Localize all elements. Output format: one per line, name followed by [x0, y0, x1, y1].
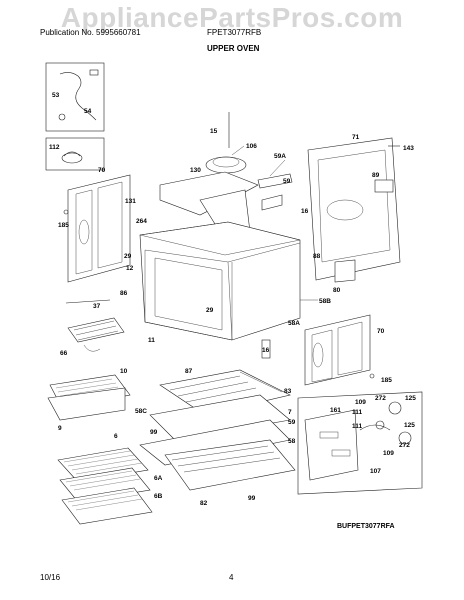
callout-125-lower: 125 — [404, 422, 415, 429]
callout-7: 7 — [288, 409, 292, 416]
diagram-reference-code: BUFPET3077RFA — [337, 523, 395, 530]
callout-59a: 59A — [274, 153, 286, 160]
callout-111-upper: 111 — [352, 409, 363, 416]
callout-143: 143 — [403, 145, 414, 152]
callout-71: 71 — [352, 134, 360, 141]
callout-99-lower: 99 — [248, 495, 256, 502]
callout-88: 88 — [313, 253, 321, 260]
lower-panel: 82 99 — [164, 439, 296, 507]
callout-12: 12 — [126, 265, 134, 272]
callout-58a: 58A — [288, 320, 300, 327]
oven-vent-duct: 130 59A 59 — [159, 153, 293, 241]
callout-107: 107 — [370, 468, 381, 475]
callout-131: 131 — [125, 198, 136, 205]
left-side-panel: 70 185 — [58, 167, 131, 283]
section-title: UPPER OVEN — [207, 44, 260, 53]
callout-16-top: 16 — [301, 208, 309, 215]
callout-6a: 6A — [154, 475, 163, 482]
callout-80: 80 — [333, 287, 341, 294]
callout-16-mid: 16 — [262, 347, 270, 354]
callout-185-upper: 185 — [58, 222, 69, 229]
callout-83: 83 — [284, 388, 292, 395]
callout-82: 82 — [200, 500, 208, 507]
callout-54: 54 — [84, 108, 92, 115]
callout-130: 130 — [190, 167, 201, 174]
callout-161: 161 — [330, 407, 341, 414]
callout-15: 15 — [210, 128, 218, 135]
inset-112: 112 — [45, 137, 105, 171]
callout-106: 106 — [246, 143, 257, 150]
model-number: FPET3077RFB — [207, 28, 262, 37]
callout-66: 66 — [60, 350, 68, 357]
callout-10: 10 — [120, 368, 128, 375]
callout-70-upper: 70 — [98, 167, 106, 174]
callout-272-lower: 272 — [399, 442, 410, 449]
callout-53: 53 — [52, 92, 60, 99]
callout-58b: 58B — [319, 298, 331, 305]
watermark: AppliancePartsPros.com — [60, 2, 404, 33]
callout-59-lower: 59 — [288, 419, 296, 426]
right-side-panel: 70 185 — [304, 314, 392, 386]
oven-cavity: 131 264 29 12 86 29 58B 58A 11 16 — [120, 198, 331, 359]
callout-264: 264 — [136, 218, 147, 225]
callout-111-lower: 111 — [352, 423, 363, 430]
convection-fan-assembly: 15 106 — [205, 112, 257, 174]
oven-racks: 6 6A 6B — [57, 433, 163, 525]
inset-harness: 53 54 — [45, 62, 105, 132]
revision-date: 10/16 — [40, 573, 61, 582]
callout-58c: 58C — [135, 408, 147, 415]
callout-185-lower: 185 — [381, 377, 392, 384]
callout-11: 11 — [148, 337, 155, 344]
callout-89: 89 — [372, 172, 380, 179]
callout-6b: 6B — [154, 493, 163, 500]
callout-37: 37 — [93, 303, 101, 310]
callout-59: 59 — [283, 178, 291, 185]
callout-6: 6 — [114, 433, 118, 440]
callout-29-lower: 29 — [206, 307, 214, 314]
callout-109-lower: 109 — [383, 450, 394, 457]
broil-element: 37 66 — [60, 299, 125, 357]
callout-58: 58 — [288, 438, 296, 445]
inset-latch-assembly: 109 272 125 161 111 111 125 272 109 107 — [297, 391, 423, 495]
callout-109-upper: 109 — [355, 399, 366, 406]
callout-112: 112 — [49, 144, 60, 151]
publication-number: Publication No. 5995660781 — [40, 28, 141, 37]
callout-87: 87 — [185, 368, 193, 375]
broil-pan: 10 9 — [47, 368, 131, 432]
callout-9: 9 — [58, 425, 62, 432]
page-number: 4 — [229, 573, 234, 582]
callout-99-upper: 99 — [150, 429, 158, 436]
callout-125-upper: 125 — [405, 395, 416, 402]
callout-272-upper: 272 — [375, 395, 386, 402]
rear-panel: 71 143 89 88 80 16 — [301, 134, 414, 294]
callout-29-upper: 29 — [124, 253, 132, 260]
callout-86: 86 — [120, 290, 128, 297]
callout-70-lower: 70 — [377, 328, 385, 335]
